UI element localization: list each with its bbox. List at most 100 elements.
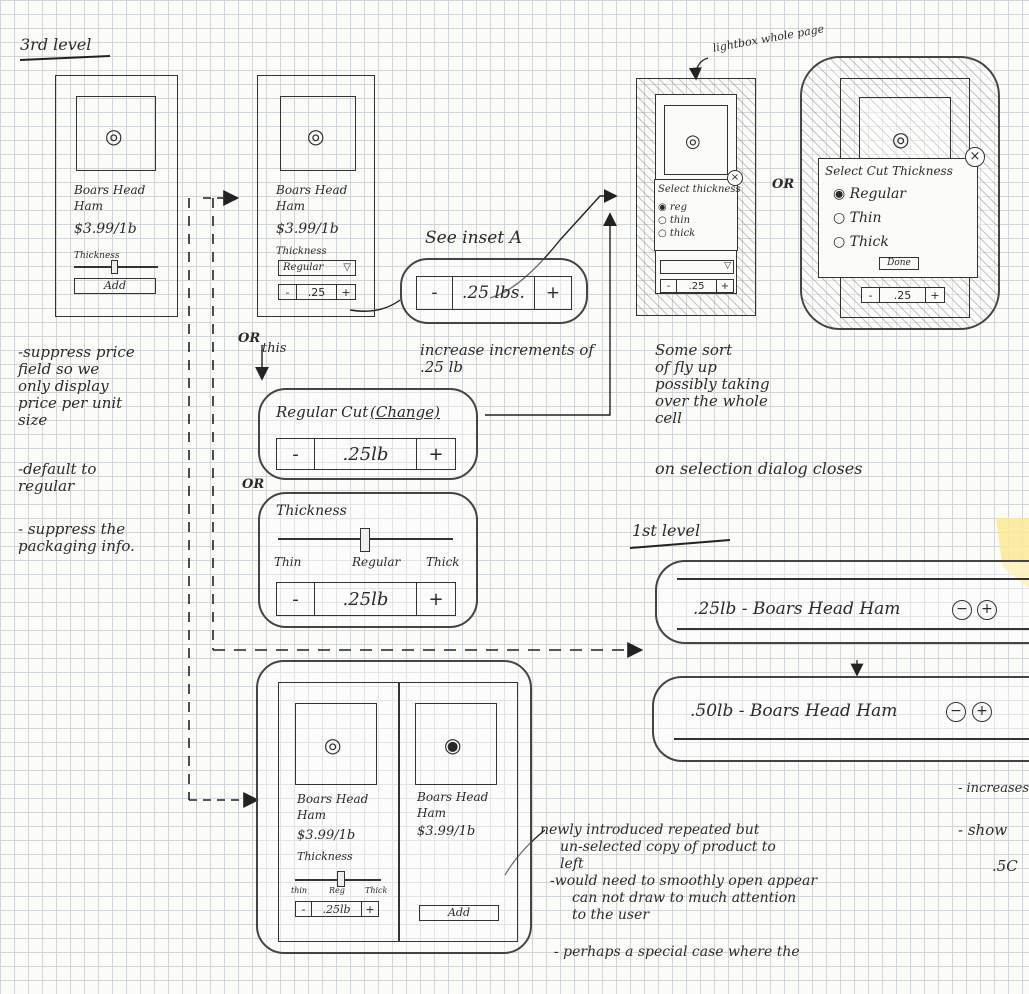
product-image: ◎: [76, 96, 156, 171]
flyup-note: Some sort of fly up possibly taking over…: [655, 341, 770, 427]
right-note-1: - increases: [958, 781, 1029, 796]
product-price: $3.99/1b: [297, 828, 356, 843]
product-name: Boars Head: [417, 790, 489, 804]
ham-icon: ◎: [892, 127, 910, 151]
slider-thick-label: Thick: [365, 886, 388, 895]
inset-stepper: - .25 lbs. +: [416, 276, 572, 310]
minus-circle-icon[interactable]: −: [946, 702, 966, 722]
increment-button[interactable]: +: [428, 588, 444, 610]
ham-icon: ◉: [444, 733, 462, 757]
increment-button[interactable]: +: [341, 285, 351, 299]
plus-circle-icon[interactable]: +: [972, 702, 992, 722]
decrement-button[interactable]: -: [279, 285, 297, 299]
close-icon[interactable]: ×: [965, 147, 985, 167]
increments-note: increase increments of .25 lb: [420, 341, 594, 376]
cart-row-text: .50lb - Boars Head Ham: [690, 701, 898, 721]
level1-row-bubble-2: .50lb - Boars Head Ham − +: [652, 676, 1029, 762]
divider: [677, 578, 1029, 580]
right-note-3: .5C: [992, 857, 1018, 875]
product-card-1: ◎ Boars Head Ham $3.99/1b Thickness Add: [55, 75, 178, 317]
decrement-button[interactable]: -: [661, 280, 677, 292]
bottom-notes: newly introduced repeated but un-selecte…: [540, 822, 818, 960]
bottom-comparison-bubble: ◎ Boars Head Ham $3.99/1b Thickness thin…: [256, 660, 532, 954]
radio-option-regular[interactable]: ◉ Regular: [833, 186, 906, 202]
or-label-3: OR: [772, 177, 795, 192]
decrement-button[interactable]: -: [277, 583, 315, 615]
level3-underline: [19, 55, 111, 61]
slider-reg-label: Reg: [329, 886, 345, 895]
flyup-small-cell: ◎ × Select thickness ◉ reg ○ thin ○ thic…: [654, 94, 743, 294]
radio-option[interactable]: ◉ reg: [658, 202, 688, 213]
product-card-2: ◎ Boars Head Ham $3.99/1b Thickness Regu…: [257, 75, 375, 317]
product-price: $3.99/1b: [276, 221, 339, 237]
close-icon[interactable]: ×: [727, 170, 743, 186]
inset-a-bubble: - .25 lbs. +: [400, 258, 588, 324]
divider: [398, 683, 400, 941]
decrement-button[interactable]: -: [862, 288, 880, 302]
product-name-2: Ham: [417, 806, 446, 820]
thickness-slider-handle[interactable]: [111, 260, 118, 274]
slider-variant-bubble: Thickness Thin Regular Thick - .25lb +: [258, 492, 478, 628]
divider: [677, 628, 1029, 630]
decrement-button[interactable]: -: [277, 439, 315, 469]
increment-button[interactable]: +: [545, 283, 561, 303]
lightbox-arrow: [688, 57, 709, 81]
product-price: $3.99/1b: [417, 824, 476, 839]
level1-row-bubble-1: .25lb - Boars Head Ham − +: [655, 560, 1029, 644]
decrement-button[interactable]: -: [296, 902, 312, 916]
quantity-value: .25lb: [315, 583, 417, 615]
thickness-label: Thickness: [276, 246, 327, 257]
thickness-dropdown[interactable]: ▽: [660, 260, 734, 274]
cart-row-text: .25lb - Boars Head Ham: [693, 599, 901, 619]
product-name-2: Ham: [74, 199, 103, 213]
quantity-stepper: - .25 +: [861, 287, 945, 303]
radio-option[interactable]: ○ thick: [658, 228, 696, 239]
increment-button[interactable]: +: [930, 288, 940, 302]
thickness-slider-handle[interactable]: [337, 871, 345, 887]
done-button[interactable]: Done: [879, 257, 919, 270]
regular-cut-label: Regular Cut: [276, 403, 369, 421]
product-name-2: Ham: [297, 808, 326, 822]
arrow-to-flyup: [489, 189, 618, 299]
quantity-value: .25: [297, 285, 337, 299]
quantity-value: .25lb: [312, 902, 362, 916]
thickness-dropdown[interactable]: Regular ▽: [278, 260, 356, 276]
thickness-label: Thickness: [74, 251, 120, 261]
regular-cut-bubble: Regular Cut (Change) - .25lb +: [258, 388, 478, 480]
add-button[interactable]: Add: [74, 278, 156, 294]
product-name: Boars Head: [276, 183, 348, 197]
add-button[interactable]: Add: [419, 905, 499, 921]
ham-icon: ◎: [105, 124, 123, 148]
increment-button[interactable]: +: [720, 280, 730, 292]
bottom-note-pointer: [504, 829, 546, 876]
level1-underline: [629, 539, 731, 549]
plus-circle-icon[interactable]: +: [977, 600, 997, 620]
chevron-down-icon: ▽: [724, 261, 731, 271]
quantity-stepper: - .25 +: [660, 279, 734, 293]
product-name-2: Ham: [276, 199, 305, 213]
change-link[interactable]: (Change): [370, 403, 440, 421]
thickness-label: Thickness: [297, 850, 353, 863]
radio-option-thin[interactable]: ○ Thin: [833, 210, 882, 226]
slider-thickness-label: Thickness: [276, 503, 347, 519]
right-note-2: - show: [958, 821, 1008, 839]
increment-button[interactable]: +: [428, 443, 444, 465]
thickness-slider-handle[interactable]: [360, 528, 370, 552]
select-cut-dialog: × Select Cut Thickness ◉ Regular ○ Thin …: [818, 147, 985, 278]
ham-icon: ◎: [685, 131, 701, 152]
decrement-button[interactable]: -: [417, 277, 453, 309]
increment-button[interactable]: +: [365, 902, 375, 916]
radio-option[interactable]: ○ thin: [658, 215, 691, 226]
radio-option-thick[interactable]: ○ Thick: [833, 234, 889, 250]
or-label-2: OR: [242, 477, 265, 492]
minus-circle-icon[interactable]: −: [952, 600, 972, 620]
flyup-small-frame: ◎ × Select thickness ◉ reg ○ thin ○ thic…: [636, 78, 756, 316]
quantity-stepper: - .25 +: [278, 284, 356, 300]
lightbox-bubble: ◎ - .25 + × Select Cut Thickness ◉ Regul…: [800, 56, 1000, 330]
quantity-stepper: - .25lb +: [295, 901, 379, 917]
ham-icon: ◎: [307, 124, 325, 148]
quantity-value: .25: [677, 280, 717, 292]
product-price: $3.99/1b: [74, 221, 137, 237]
chevron-down-icon: ▽: [343, 262, 351, 273]
divider: [674, 738, 1029, 740]
